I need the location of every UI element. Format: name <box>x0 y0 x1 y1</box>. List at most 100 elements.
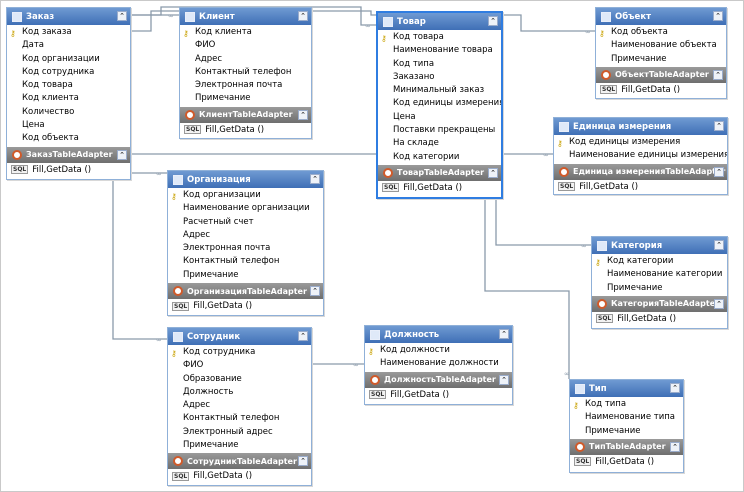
column-row[interactable]: Адрес <box>180 53 311 66</box>
table-adapter-header[interactable]: ОбъектTableAdapter⌃ <box>596 66 726 83</box>
column-row[interactable]: Примечание <box>168 439 311 452</box>
double-chevron-up-icon[interactable]: ⌃ <box>499 374 509 385</box>
double-chevron-up-icon[interactable]: ⌃ <box>298 11 308 21</box>
column-row[interactable]: Примечание <box>168 269 323 282</box>
column-row[interactable]: ⚷Код типа <box>570 398 683 411</box>
column-row[interactable]: ⚷Код товара <box>378 31 501 44</box>
column-row[interactable]: ⚷Код единицы измерения <box>554 136 727 149</box>
table-header[interactable]: Объект⌃ <box>596 8 726 25</box>
double-chevron-up-icon[interactable]: ⌃ <box>714 166 724 177</box>
table-header[interactable]: Единица измерения⌃ <box>554 118 727 135</box>
column-row[interactable]: Электронная почта <box>168 242 323 255</box>
double-chevron-up-icon[interactable]: ⌃ <box>488 167 498 178</box>
table-header[interactable]: Должность⌃ <box>365 326 512 343</box>
double-chevron-up-icon[interactable]: ⌃ <box>298 456 308 467</box>
column-row[interactable]: ⚷Код категории <box>592 255 727 268</box>
table-header[interactable]: Сотрудник⌃ <box>168 328 311 345</box>
double-chevron-up-icon[interactable]: ⌃ <box>310 286 320 297</box>
column-row[interactable]: Код клиента <box>7 92 130 105</box>
table-adapter-header[interactable]: ТоварTableAdapter⌃ <box>378 164 501 181</box>
column-row[interactable]: Наименование объекта <box>596 39 726 52</box>
column-row[interactable]: Код сотрудника <box>7 66 130 79</box>
column-row[interactable]: Количество <box>7 106 130 119</box>
column-row[interactable]: ⚷Код организации <box>168 189 323 202</box>
column-row[interactable]: Примечание <box>180 92 311 105</box>
double-chevron-up-icon[interactable]: ⌃ <box>714 121 724 131</box>
column-row[interactable]: Минимальный заказ <box>378 84 501 97</box>
double-chevron-up-icon[interactable]: ⌃ <box>310 174 320 184</box>
table-adapter-header[interactable]: КлиентTableAdapter⌃ <box>180 106 311 123</box>
table-adapter-header[interactable]: ОрганизацияTableAdapter⌃ <box>168 283 323 300</box>
column-row[interactable]: Заказано <box>378 71 501 84</box>
table-adapter-header[interactable]: ЗаказTableAdapter⌃ <box>7 146 130 163</box>
column-row[interactable]: Примечание <box>570 425 683 438</box>
double-chevron-up-icon[interactable]: ⌃ <box>117 11 127 21</box>
double-chevron-up-icon[interactable]: ⌃ <box>714 298 724 309</box>
column-row[interactable]: Адрес <box>168 399 311 412</box>
column-row[interactable]: Код объекта <box>7 132 130 145</box>
column-row[interactable]: Наименование категории <box>592 268 727 281</box>
column-row[interactable]: Электронный адрес <box>168 426 311 439</box>
column-row[interactable]: Наименование организации <box>168 202 323 215</box>
column-row[interactable]: Цена <box>378 111 501 124</box>
column-row[interactable]: Расчетный счет <box>168 216 323 229</box>
column-row[interactable]: Наименование товара <box>378 44 501 57</box>
table-adapter-header[interactable]: Единица измеренияTableAdapter⌃ <box>554 163 727 180</box>
double-chevron-up-icon[interactable]: ⌃ <box>298 109 308 120</box>
column-row[interactable]: Код типа <box>378 58 501 71</box>
column-row[interactable]: Наименование единицы измерения <box>554 149 727 162</box>
column-row[interactable]: Контактный телефон <box>168 255 323 268</box>
double-chevron-up-icon[interactable]: ⌃ <box>713 11 723 21</box>
table-adapter-header[interactable]: СотрудникTableAdapter⌃ <box>168 453 311 470</box>
column-row[interactable]: ФИО <box>180 39 311 52</box>
column-row[interactable]: Контактный телефон <box>168 412 311 425</box>
column-row[interactable]: На складе <box>378 137 501 150</box>
column-row[interactable]: Цена <box>7 119 130 132</box>
column-row[interactable]: ⚷Код клиента <box>180 26 311 39</box>
column-row[interactable]: Код товара <box>7 79 130 92</box>
column-row[interactable]: Код организации <box>7 53 130 66</box>
double-chevron-up-icon[interactable]: ⌃ <box>670 441 680 452</box>
column-row[interactable]: Наименование типа <box>570 411 683 424</box>
column-row[interactable]: Контактный телефон <box>180 66 311 79</box>
table-header[interactable]: Заказ⌃ <box>7 8 130 25</box>
double-chevron-up-icon[interactable]: ⌃ <box>499 329 509 339</box>
column-row[interactable]: ⚷Код сотрудника <box>168 346 311 359</box>
table-edinica[interactable]: Единица измерения⌃⚷Код единицы измерения… <box>553 117 728 195</box>
table-header[interactable]: Тип⌃ <box>570 380 683 397</box>
column-row[interactable]: ФИО <box>168 359 311 372</box>
column-row[interactable]: ⚷Код должности <box>365 344 512 357</box>
column-row[interactable]: Примечание <box>592 282 727 295</box>
column-row[interactable]: ⚷Код заказа <box>7 26 130 39</box>
column-row[interactable]: Электронная почта <box>180 79 311 92</box>
double-chevron-up-icon[interactable]: ⌃ <box>117 149 127 160</box>
column-row[interactable]: Код категории <box>378 151 501 164</box>
column-row[interactable]: Примечание <box>596 53 726 66</box>
column-row[interactable]: Должность <box>168 386 311 399</box>
column-row[interactable]: Дата <box>7 39 130 52</box>
column-row[interactable]: Код единицы измерения <box>378 97 501 110</box>
table-header[interactable]: Организация⌃ <box>168 171 323 188</box>
table-adapter-header[interactable]: КатегорияTableAdapter⌃ <box>592 295 727 312</box>
table-header[interactable]: Категория⌃ <box>592 237 727 254</box>
double-chevron-up-icon[interactable]: ⌃ <box>714 240 724 250</box>
column-row[interactable]: Поставки прекращены <box>378 124 501 137</box>
double-chevron-up-icon[interactable]: ⌃ <box>298 331 308 341</box>
